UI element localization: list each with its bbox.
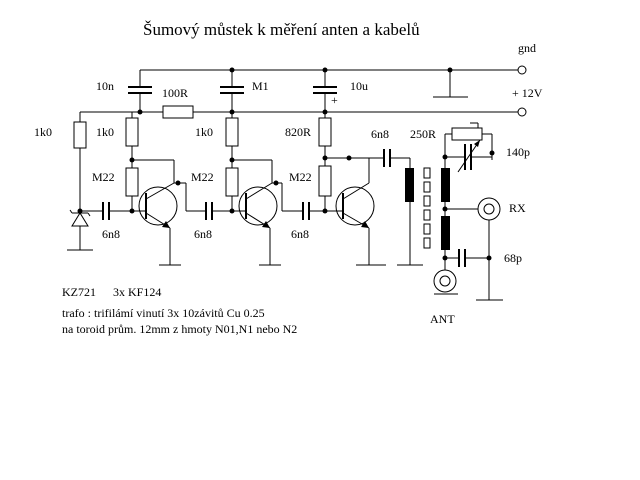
label-1k0-stage1: 1k0 [96,125,114,139]
transistor-stage2 [238,186,278,226]
transistor-stage1 [138,186,178,226]
label-plus: + [331,93,338,107]
primary-winding [405,168,414,202]
capacitor-m1 [220,70,244,112]
rx-label: RX [509,201,526,215]
label-10u: 10u [350,79,368,93]
label-250r: 250R [410,127,436,141]
stage-3 [302,112,411,266]
resistor-m22-stage1 [125,167,139,197]
resistor-1k0-stage2 [225,117,239,147]
label-140p: 140p [506,145,530,159]
secondary-winding-lower [441,216,450,250]
label-1k0-stage2: 1k0 [195,125,213,139]
label-m22-stage3: M22 [289,170,312,184]
label-6n8-output: 6n8 [371,127,389,141]
label-transistors: 3x KF124 [113,285,161,299]
resistor-1k0-stage1 [125,117,139,147]
label-m1: M1 [252,79,269,93]
supply-rail [80,107,527,117]
label-820r: 820R [285,125,311,139]
ground-rail [140,65,527,98]
transistor-stage3 [335,186,375,226]
potentiometer-250r [451,127,483,141]
gnd-label: gnd [518,41,536,55]
note-line-2: na toroid prům. 12mm z hmoty N01,N1 nebo… [62,322,297,336]
resistor-m22-stage3 [318,165,332,197]
schematic-title: Šumový můstek k měření anten a kabelů [143,20,420,39]
gnd-terminal [517,65,527,75]
label-6n8-stage3: 6n8 [291,227,309,241]
capacitor-10n [128,70,152,112]
vcc-terminal [517,107,527,117]
label-6n8-stage1: 6n8 [102,227,120,241]
label-100r: 100R [162,86,188,100]
label-kz721: KZ721 [62,285,96,299]
rx-connector [445,197,503,301]
ant-label: ANT [430,312,455,326]
label-10n: 10n [96,79,114,93]
ant-connector [433,269,458,295]
label-m22-stage1: M22 [92,170,115,184]
zener-diode [71,212,89,227]
stage-1 [102,112,206,266]
vcc-label: + 12V [512,86,543,100]
note-line-1: trafo : trifilámí vinutí 3x 10závitů Cu … [62,306,265,320]
resistor-100r [162,105,194,119]
secondary-winding-upper [441,168,450,202]
stage-2 [205,112,303,266]
capacitor-68p [442,249,492,267]
trifilar-transformer [397,154,450,270]
resistor-m22-stage2 [225,167,239,197]
reference-arm [444,122,495,173]
label-68p: 68p [504,251,522,265]
label-1k0-zener: 1k0 [34,125,52,139]
label-6n8-stage2: 6n8 [194,227,212,241]
capacitor-10u [313,70,337,112]
zener-branch [67,112,103,251]
resistor-1k0-zener [73,121,87,149]
label-m22-stage2: M22 [191,170,214,184]
resistor-820r [318,117,332,147]
